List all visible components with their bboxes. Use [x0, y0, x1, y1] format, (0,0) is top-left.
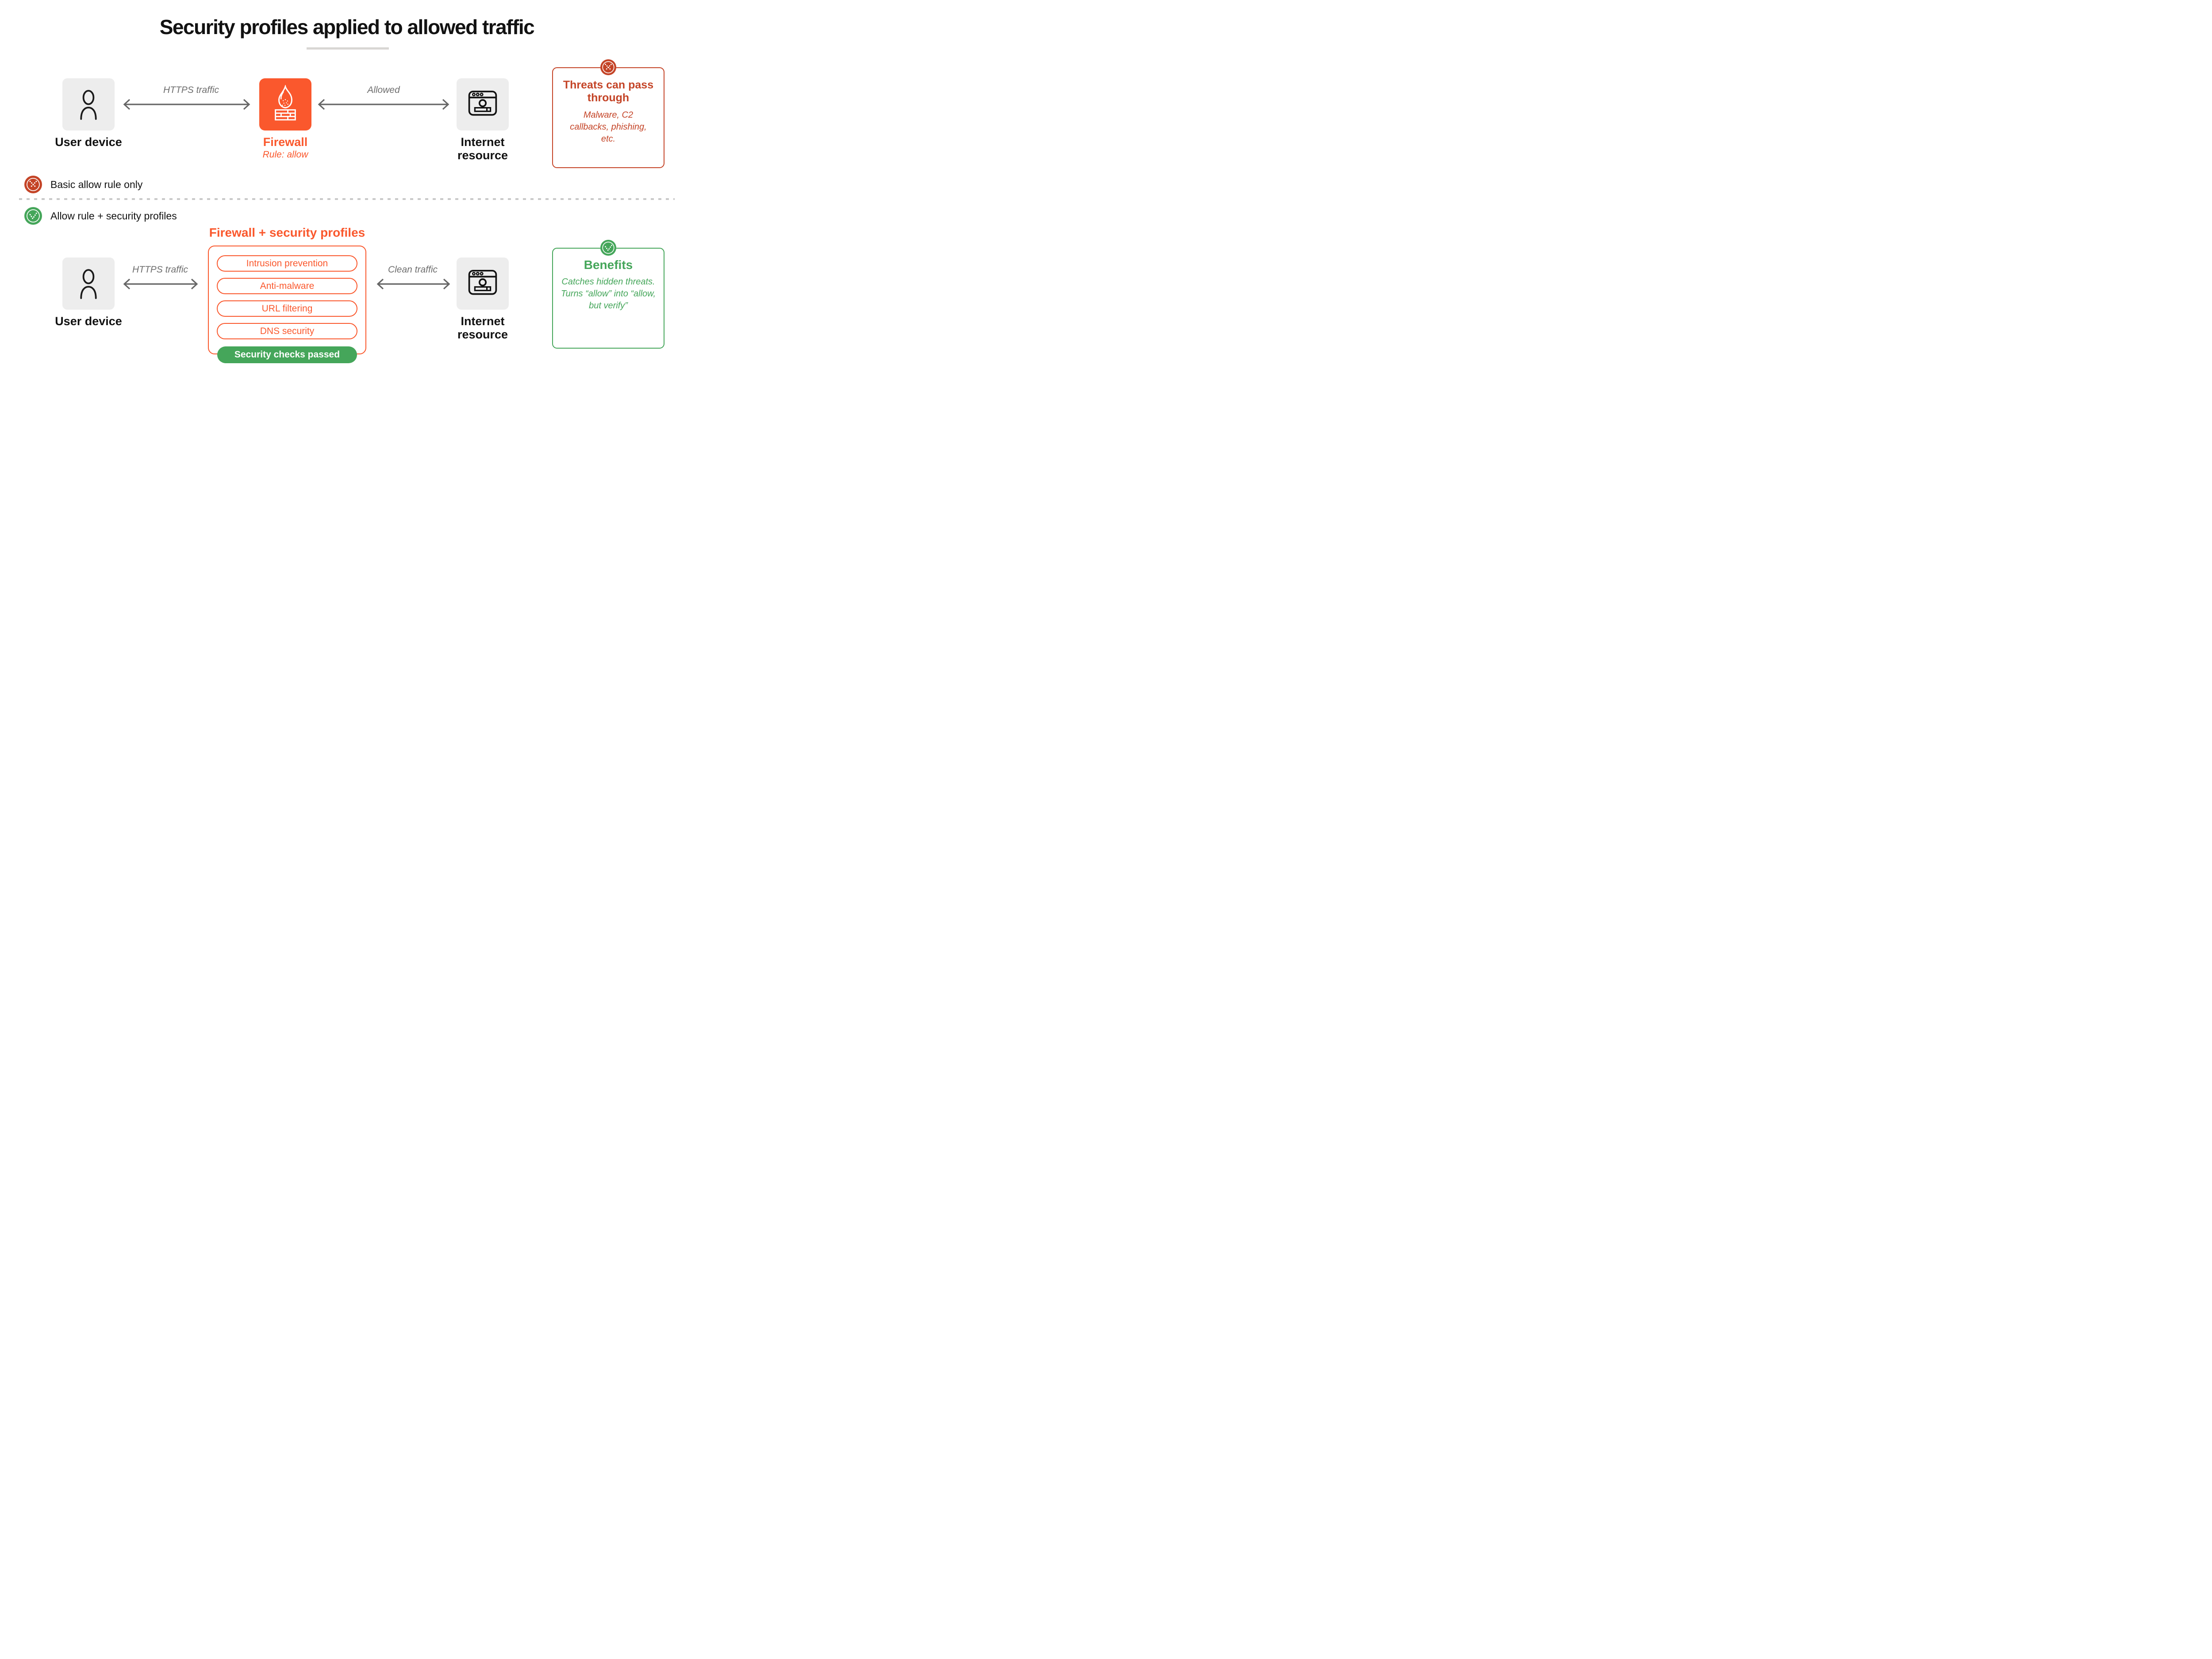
security-checks-passed-badge: Security checks passed: [217, 346, 357, 363]
pill-intrusion-prevention: Intrusion prevention: [217, 255, 357, 272]
https-traffic-label-top: HTTPS traffic: [163, 85, 219, 95]
user-device-box-bottom: [62, 257, 115, 310]
section-divider: [19, 198, 675, 200]
user-device-label-top: User device: [55, 135, 122, 149]
benefits-card-body: Catches hidden threats. Turns “allow” in…: [561, 277, 656, 311]
threats-dotted-x-badge-icon: [600, 59, 616, 77]
pill-anti-malware: Anti-malware: [217, 278, 357, 294]
flame-brick-icon: [268, 84, 303, 124]
threats-card-title: Threats can pass through: [563, 79, 654, 104]
threats-card: Threats can pass through Malware, C2 cal…: [552, 67, 664, 168]
internet-resource-label-top: Internet resource: [457, 135, 508, 162]
browser-window-icon: [465, 86, 500, 123]
person-icon: [72, 85, 105, 124]
basic-rule-legend-label: Basic allow rule only: [50, 179, 143, 190]
https-traffic-arrow-bottom: [123, 278, 198, 290]
threats-card-body: Malware, C2 callbacks, phishing, etc.: [570, 110, 647, 144]
profiles-heading: Firewall + security profiles: [209, 226, 365, 239]
benefits-card-title: Benefits: [584, 258, 633, 272]
user-device-box-top: [62, 78, 115, 131]
infographic-canvas: Security profiles applied to allowed tra…: [0, 0, 694, 390]
allowed-label: Allowed: [367, 85, 400, 95]
https-traffic-arrow-top: [123, 99, 250, 110]
allowed-arrow: [318, 99, 449, 110]
title-underline: [307, 47, 389, 50]
firewall-label: Firewall: [263, 135, 308, 149]
basic-rule-dotted-x-icon: [24, 176, 42, 196]
page-title: Security profiles applied to allowed tra…: [159, 15, 535, 38]
pill-dns-security: DNS security: [217, 323, 357, 339]
internet-resource-box-bottom: [457, 257, 509, 310]
firewall-rule-label: Rule: allow: [262, 150, 308, 160]
clean-traffic-arrow: [376, 278, 450, 290]
benefits-card: Benefits Catches hidden threats. Turns “…: [552, 248, 664, 349]
profiles-rule-dotted-check-icon: [24, 207, 42, 227]
internet-resource-box-top: [457, 78, 509, 131]
pill-url-filtering: URL filtering: [217, 300, 357, 317]
clean-traffic-label: Clean traffic: [388, 265, 438, 275]
person-icon: [72, 264, 105, 303]
profiles-rule-legend-label: Allow rule + security profiles: [50, 210, 177, 222]
internet-resource-label-bottom: Internet resource: [457, 315, 508, 341]
user-device-label-bottom: User device: [55, 315, 122, 328]
https-traffic-label-bottom: HTTPS traffic: [132, 265, 188, 275]
benefits-dotted-check-badge-icon: [600, 240, 616, 258]
firewall-box: [259, 78, 311, 131]
browser-window-icon: [465, 265, 500, 303]
